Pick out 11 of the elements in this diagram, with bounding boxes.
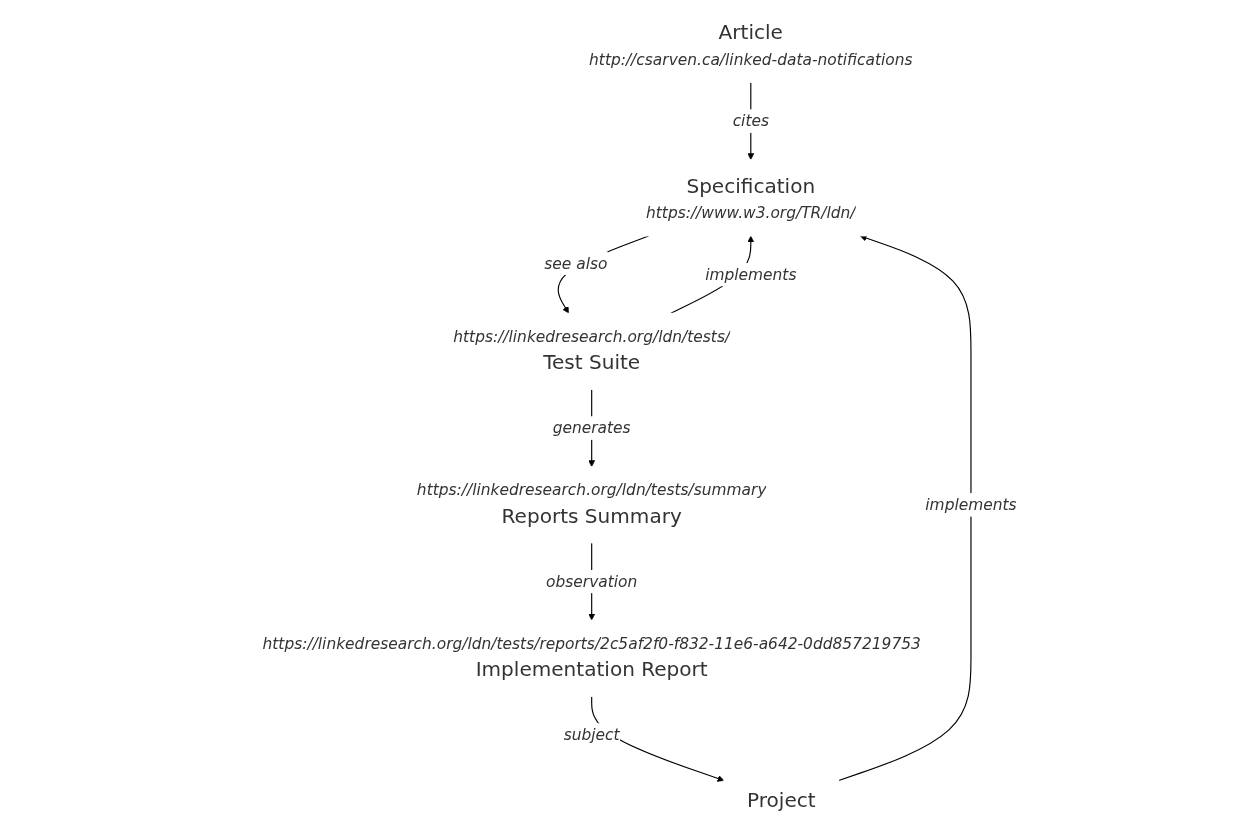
edge-label: observation: [546, 572, 638, 591]
edge-label: implements: [705, 265, 797, 284]
node-text: Article http://csarven.ca/linked-data-notifications: [589, 20, 913, 69]
edge-label: cites: [732, 111, 769, 131]
node-text: https://linkedresearch.org/ldn/tests/reports/2c5af2f0-f832-11e6-a642-0dd857219753 Implementation Report: [262, 634, 921, 682]
node-text: Project: [747, 788, 816, 812]
edge-label: generates: [552, 418, 631, 438]
edge-label: implements: [925, 495, 1017, 515]
node-text: https://linkedresearch.org/ldn/tests/summary Reports Summary: [416, 480, 767, 528]
edge-label: subject: [563, 725, 620, 745]
edge-label: see also: [544, 253, 608, 273]
